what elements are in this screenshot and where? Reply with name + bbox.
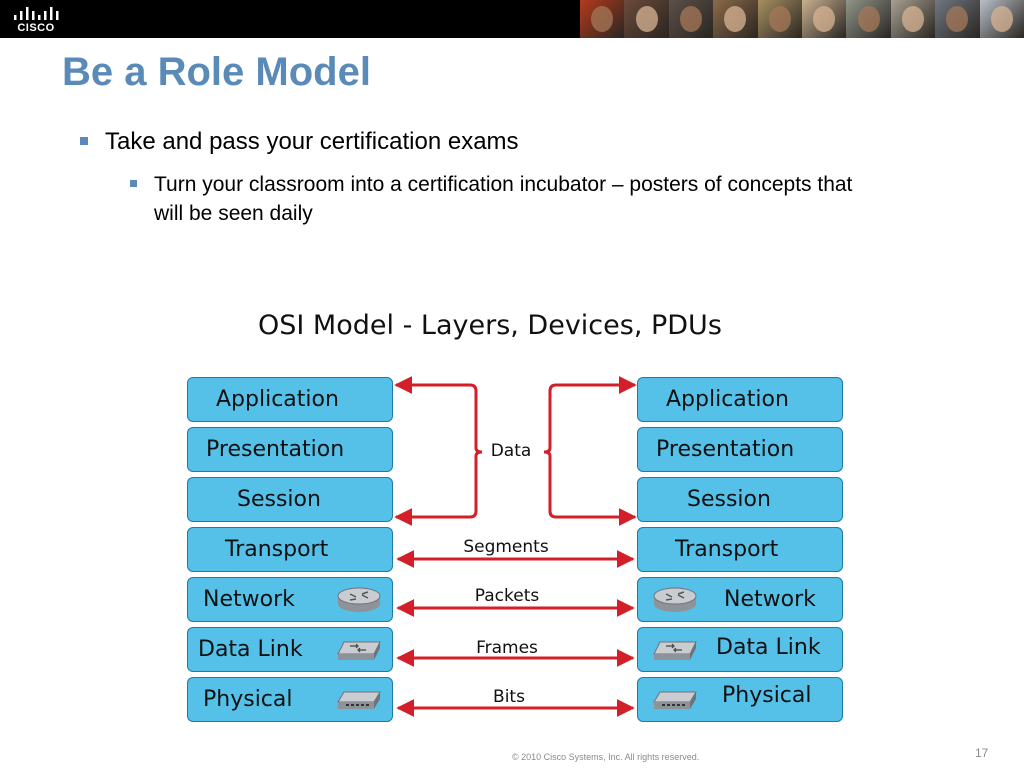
banner-photo [713, 0, 758, 38]
left-layer-physical: Physical [187, 677, 393, 722]
portrait-face-icon [946, 6, 969, 32]
portrait-face-icon [724, 6, 747, 32]
pdu-label-data: Data [490, 441, 532, 461]
layer-label: Network [724, 587, 816, 612]
cisco-logo-text: CISCO [17, 22, 55, 34]
top-banner: CISCO [0, 0, 1024, 38]
banner-photo [757, 0, 803, 38]
right-layer-transport: Transport [637, 527, 843, 572]
right-layer-physical: Physical [637, 677, 843, 722]
router-icon [653, 587, 697, 612]
layer-label: Transport [675, 537, 779, 562]
square-bullet-icon [130, 180, 137, 187]
right-layer-application: Application [637, 377, 843, 422]
portrait-face-icon [813, 6, 836, 32]
layer-label: Presentation [206, 437, 345, 462]
banner-photo [802, 0, 847, 38]
square-bullet-icon [80, 137, 88, 145]
banner-photo [890, 0, 936, 38]
portrait-face-icon [990, 6, 1013, 32]
right-layer-presentation: Presentation [637, 427, 843, 472]
portrait-face-icon [680, 6, 703, 32]
left-layer-transport: Transport [187, 527, 393, 572]
left-layer-application: Application [187, 377, 393, 422]
pdu-label-bits: Bits [493, 687, 525, 707]
photo-strip [580, 0, 1024, 38]
banner-photo [668, 0, 714, 38]
banner-photo [624, 0, 669, 38]
layer-label: Transport [225, 537, 329, 562]
left-layer-session: Session [187, 477, 393, 522]
portrait-face-icon [768, 6, 791, 32]
cisco-bars-icon [14, 7, 59, 20]
right-layer-network: Network [637, 577, 843, 622]
banner-photo [846, 0, 891, 38]
portrait-face-icon [591, 6, 614, 32]
layer-label: Data Link [716, 635, 821, 660]
cisco-logo: CISCO [10, 5, 62, 35]
portrait-face-icon [902, 6, 925, 32]
data-arrow-left-bottom [394, 450, 483, 526]
slide-title: Be a Role Model [62, 50, 371, 94]
diagram-title: OSI Model - Layers, Devices, PDUs [258, 310, 722, 341]
router-icon [337, 587, 381, 612]
layer-label: Application [666, 387, 789, 412]
bullet-level-1-text: Take and pass your certification exams [105, 128, 519, 155]
layer-label: Presentation [656, 437, 795, 462]
left-layer-network: Network [187, 577, 393, 622]
layer-label: Session [237, 487, 321, 512]
right-layer-data-link: Data Link [637, 627, 843, 672]
left-layer-presentation: Presentation [187, 427, 393, 472]
data-arrow-right-bottom [543, 450, 637, 526]
banner-photo [979, 0, 1024, 38]
pdu-label-packets: Packets [474, 586, 540, 606]
switch-icon [653, 641, 697, 660]
hub-icon [337, 691, 381, 709]
hub-icon [653, 691, 697, 709]
layer-label: Application [216, 387, 339, 412]
banner-photo [580, 0, 625, 38]
portrait-face-icon [857, 6, 880, 32]
switch-icon [337, 641, 381, 660]
right-layer-session: Session [637, 477, 843, 522]
portrait-face-icon [635, 6, 658, 32]
layer-label: Physical [722, 683, 812, 708]
bullet-level-2-text: Turn your classroom into a certification… [154, 173, 853, 225]
left-layer-data-link: Data Link [187, 627, 393, 672]
pdu-label-segments: Segments [463, 537, 549, 557]
layer-label: Data Link [198, 637, 303, 662]
page-number: 17 [975, 746, 989, 760]
pdu-label-frames: Frames [476, 638, 538, 658]
copyright-notice: © 2010 Cisco Systems, Inc. All rights re… [512, 752, 700, 762]
layer-label: Session [687, 487, 771, 512]
layer-label: Network [203, 587, 295, 612]
banner-photo [935, 0, 980, 38]
layer-label: Physical [203, 687, 293, 712]
